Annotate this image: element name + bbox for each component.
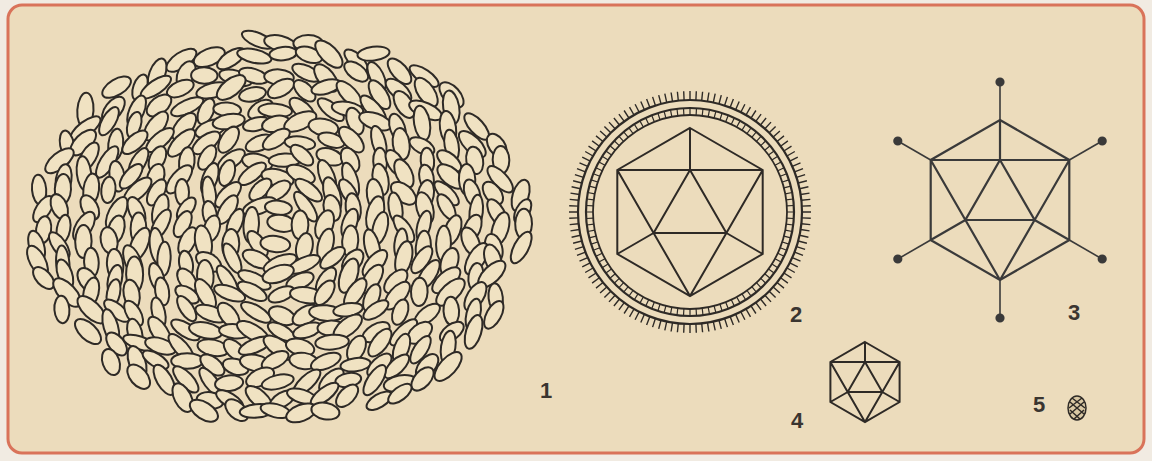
particle (360, 296, 391, 323)
fibre (999, 82, 1001, 120)
virus-5 (1068, 396, 1086, 420)
particle (430, 348, 466, 386)
particle (235, 278, 270, 305)
fibre-knob (1099, 256, 1106, 263)
particle (264, 199, 292, 216)
particle (311, 277, 339, 308)
capsid (617, 128, 762, 296)
particle (357, 45, 391, 63)
fibre-knob (894, 138, 901, 145)
particle (123, 360, 155, 393)
particle (507, 229, 536, 267)
particle (100, 176, 117, 204)
particle (410, 277, 428, 306)
particle (310, 400, 341, 421)
fibre (1069, 141, 1102, 160)
fibre (898, 141, 931, 160)
virus-3 (894, 79, 1105, 322)
particle (99, 347, 124, 378)
callout-number: 5 (1033, 394, 1045, 416)
particle (385, 380, 415, 407)
particle (411, 105, 432, 142)
fibre-knob (997, 79, 1004, 86)
envelope-spikes (569, 91, 811, 333)
fibre (1069, 240, 1102, 259)
particle (480, 298, 507, 332)
particle (315, 333, 350, 350)
particle (186, 395, 222, 426)
particle (461, 313, 486, 351)
callout-number: 4 (791, 410, 803, 432)
envelope-hatching (586, 108, 794, 316)
callout-number: 3 (1068, 302, 1080, 324)
fibre-knob (997, 315, 1004, 322)
fibre-knob (894, 256, 901, 263)
capsid (830, 342, 899, 422)
capsid (931, 120, 1070, 280)
fibre (898, 240, 931, 259)
fibre (999, 280, 1001, 318)
virus-4 (830, 342, 899, 422)
particle (236, 46, 273, 66)
virus-1 (23, 27, 536, 426)
callout-number: 1 (540, 380, 552, 402)
particle (260, 234, 291, 253)
particle (188, 319, 224, 341)
panel (8, 5, 1144, 453)
particle (71, 314, 106, 348)
particle (269, 46, 298, 62)
callout-number: 2 (790, 304, 802, 326)
virus-2 (569, 91, 811, 333)
fibre-knob (1099, 138, 1106, 145)
particle (53, 295, 70, 323)
particle (191, 67, 218, 84)
